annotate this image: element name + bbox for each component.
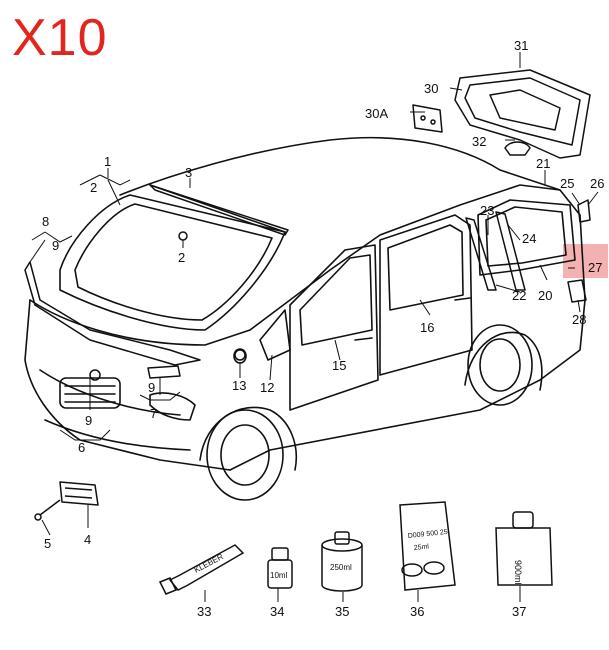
callout-22: 22 (512, 288, 526, 303)
quantity-label: X10 (12, 9, 108, 67)
callout-8: 8 (42, 214, 49, 229)
callout-4: 4 (84, 532, 91, 547)
callout-36: 36 (410, 604, 424, 619)
callout-25: 25 (560, 176, 574, 191)
consumable-labels: KLEBER 10ml 250ml D009 500 25 25ml 900ml (193, 529, 523, 585)
callout-9c: 9 (85, 413, 92, 428)
callout-31: 31 (514, 38, 528, 53)
callout-15: 15 (332, 358, 346, 373)
callout-numbers: 1 2 2 3 4 5 6 7 8 9 9 9 12 13 15 16 20 2… (42, 38, 604, 619)
callout-6: 6 (78, 440, 85, 455)
loose-parts (24, 69, 591, 521)
callout-20: 20 (538, 288, 552, 303)
consumables (158, 501, 553, 595)
callout-24: 24 (522, 231, 536, 246)
callout-21: 21 (536, 156, 550, 171)
callout-32: 32 (472, 134, 486, 149)
callout-35: 35 (335, 604, 349, 619)
tube-label: KLEBER (193, 552, 225, 575)
callout-16: 16 (420, 320, 434, 335)
callout-9a: 9 (52, 238, 59, 253)
callout-2b: 2 (178, 250, 185, 265)
callout-23: 23 (480, 203, 494, 218)
callout-34: 34 (270, 604, 284, 619)
callout-9b: 9 (148, 380, 155, 395)
box-label: 900ml (513, 560, 523, 585)
callout-12: 12 (260, 380, 274, 395)
callout-27: 27 (588, 260, 602, 275)
bag-qty-label: 25ml (413, 543, 429, 552)
callout-13: 13 (232, 378, 246, 393)
callout-5: 5 (44, 536, 51, 551)
callout-1: 1 (104, 154, 111, 169)
callout-30: 30 (424, 81, 438, 96)
callout-33: 33 (197, 604, 211, 619)
callout-30a: 30A (365, 106, 388, 121)
bag-code-label: D009 500 25 (407, 529, 448, 540)
callout-7: 7 (150, 406, 157, 421)
callout-28: 28 (572, 312, 586, 327)
callout-37: 37 (512, 604, 526, 619)
callout-26: 26 (590, 176, 604, 191)
leader-lines (29, 52, 599, 602)
small-bottle-label: 10ml (270, 571, 288, 580)
car-body (24, 136, 586, 501)
callout-3: 3 (185, 165, 192, 180)
can-label: 250ml (330, 563, 352, 572)
callout-2a: 2 (90, 180, 97, 195)
